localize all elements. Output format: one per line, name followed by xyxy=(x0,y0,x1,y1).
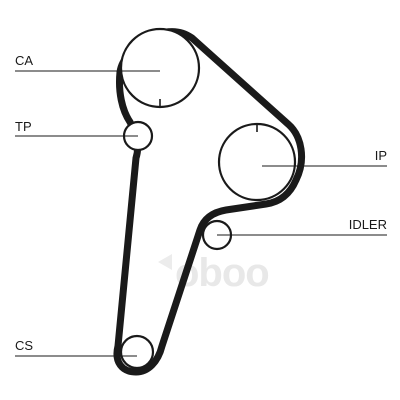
watermark: oboo xyxy=(158,251,270,295)
ip-label: IP xyxy=(375,148,387,163)
timing-belt xyxy=(113,28,305,376)
ca-label: CA xyxy=(15,53,33,68)
cs-label: CS xyxy=(15,338,33,353)
tp-label: TP xyxy=(15,119,32,134)
idler-label: IDLER xyxy=(349,217,387,232)
cs-pulley xyxy=(119,334,155,370)
watermark-logo-mark xyxy=(158,254,172,270)
ip-pulley xyxy=(217,122,297,202)
ca-pulley xyxy=(119,27,201,109)
